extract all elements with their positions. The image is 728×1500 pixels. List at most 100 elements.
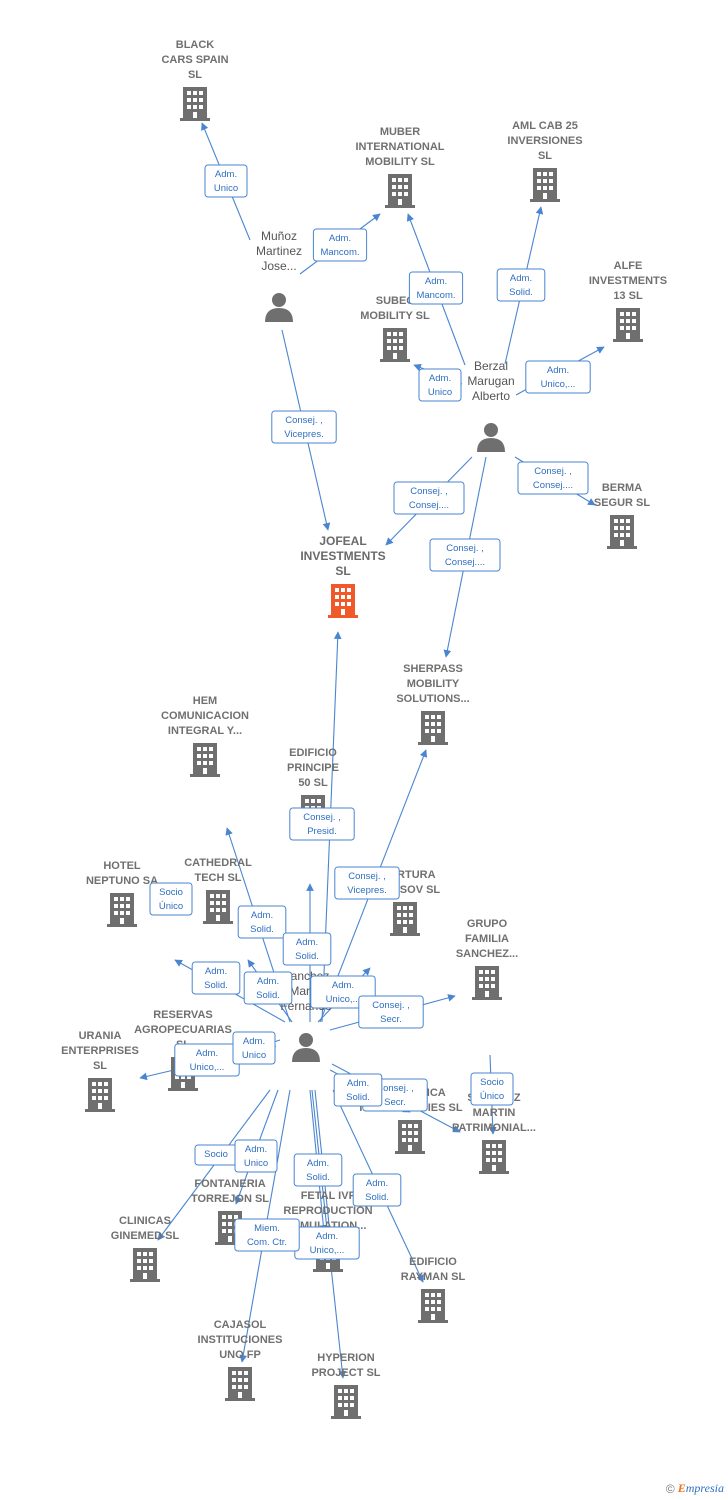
company-name-line: TECH SL	[194, 872, 241, 884]
relation-label[interactable]: Adm.Solid.	[243, 971, 293, 1005]
relation-label[interactable]: Adm.Solid.	[282, 932, 332, 966]
company-name-line: NEPTUNO SA	[86, 875, 158, 887]
building-icon	[107, 893, 137, 927]
relation-label[interactable]: Consej. ,Vicepres.	[271, 410, 337, 444]
relation-label-text: Adm.	[307, 1158, 329, 1169]
relation-label[interactable]: Adm.Solid.	[293, 1153, 343, 1187]
relation-label-text: Unico	[214, 183, 238, 194]
relation-label-text: Unico,...	[326, 994, 361, 1005]
relation-label[interactable]: Adm. Solid.	[352, 1173, 402, 1207]
relation-label[interactable]: Consej. ,Secr.	[358, 995, 424, 1029]
relation-label[interactable]: Adm.Unico	[234, 1139, 278, 1173]
relation-label[interactable]: Adm.Unico	[232, 1031, 276, 1065]
relation-label-text: Consej. ,	[410, 486, 448, 497]
relation-label[interactable]: Adm.Mancom.	[312, 228, 368, 262]
company-name-line: INVERSIONES	[507, 135, 582, 147]
relation-label-text: Consej....	[409, 500, 449, 511]
company-name-line: SUBEC	[376, 295, 415, 307]
company-node-sherpass[interactable]: SHERPASSMOBILITYSOLUTIONS...	[396, 663, 470, 745]
company-name-line: PROJECT SL	[311, 1367, 380, 1379]
relation-label-text: Solid.	[250, 924, 274, 935]
relation-label-box	[525, 360, 591, 394]
company-name-line: AML CAB 25	[512, 120, 578, 132]
relation-label[interactable]: Consej. ,Consej....	[517, 461, 589, 495]
relation-label[interactable]: Adm.Solid.	[496, 268, 546, 302]
company-name-line: INTEGRAL Y...	[168, 725, 242, 737]
company-name-line: 50 SL	[298, 777, 328, 789]
relation-label-text: Socio	[204, 1149, 228, 1160]
relation-label-box	[352, 1173, 402, 1207]
relation-label-text: Consej....	[533, 480, 573, 491]
company-name-line: PATRIMONIAL...	[452, 1122, 536, 1134]
relation-label-box	[293, 1153, 343, 1187]
relation-label[interactable]: Consej. , Consej....	[393, 481, 465, 515]
relation-label[interactable]: Consej. ,Consej....	[429, 538, 501, 572]
relation-label-text: Mancom.	[320, 247, 359, 258]
person-name-line: Martinez	[256, 244, 302, 258]
relation-label-text: Adm.	[215, 169, 237, 180]
company-node-grupo[interactable]: GRUPOFAMILIASANCHEZ...	[456, 918, 518, 1000]
relation-label[interactable]: Adm. Solid.	[237, 905, 287, 939]
company-name-line: BERMA	[602, 482, 642, 494]
company-name-line: BLACK	[176, 39, 215, 51]
relation-label-text: Consej....	[445, 557, 485, 568]
company-name-line: SL	[188, 69, 202, 81]
relation-label-text: Adm.	[425, 276, 447, 287]
person-node-munoz[interactable]: MuñozMartinezJose...	[256, 229, 302, 322]
relation-label[interactable]: Miem.Com. Ctr.	[234, 1218, 300, 1252]
building-icon	[190, 743, 220, 777]
relation-label[interactable]: Socio	[194, 1144, 238, 1166]
relation-label-box	[429, 538, 501, 572]
relation-label-text: Adm.	[251, 910, 273, 921]
relation-label-box	[333, 1073, 383, 1107]
relation-label[interactable]: Adm.Solid.	[191, 961, 241, 995]
relation-label[interactable]: Adm.Unico,...	[294, 1226, 360, 1260]
relation-label-box	[149, 882, 193, 916]
company-name-line: SL	[93, 1060, 107, 1072]
relation-label[interactable]: Adm. Unico	[204, 164, 248, 198]
relation-label-text: Adm.	[366, 1178, 388, 1189]
relation-label-text: Adm.	[205, 966, 227, 977]
relation-label[interactable]: Adm.Unico,...	[525, 360, 591, 394]
relation-label-box	[393, 481, 465, 515]
relation-label-box	[204, 164, 248, 198]
company-name-line: CLINICAS	[119, 1215, 171, 1227]
relation-label[interactable]: Consej. ,Presid.	[289, 807, 355, 841]
relation-label-text: Solid.	[365, 1192, 389, 1203]
company-node-clinicas[interactable]: CLINICAS GINEMED SL	[111, 1215, 180, 1282]
relation-label[interactable]: Adm.Solid.	[333, 1073, 383, 1107]
relation-label[interactable]: Adm.Unico	[418, 368, 462, 402]
company-name-line: SL	[335, 564, 350, 578]
company-name-line: AGROPECUARIAS	[134, 1024, 232, 1036]
company-name-line: FAMILIA	[465, 933, 509, 945]
company-name-line: GINEMED SL	[111, 1230, 180, 1242]
footer-brand[interactable]: © Empresia	[666, 1481, 724, 1496]
relation-label-box	[408, 271, 464, 305]
relation-label-text: Com. Ctr.	[247, 1237, 287, 1248]
company-name-line: RESERVAS	[153, 1009, 213, 1021]
relation-label[interactable]: Consej. ,Vicepres.	[334, 866, 400, 900]
relation-label-text: Solid.	[256, 990, 280, 1001]
relation-label[interactable]: Adm.Unico,...	[174, 1043, 240, 1077]
relation-label[interactable]: Adm.Mancom.	[408, 271, 464, 305]
building-icon	[613, 308, 643, 342]
